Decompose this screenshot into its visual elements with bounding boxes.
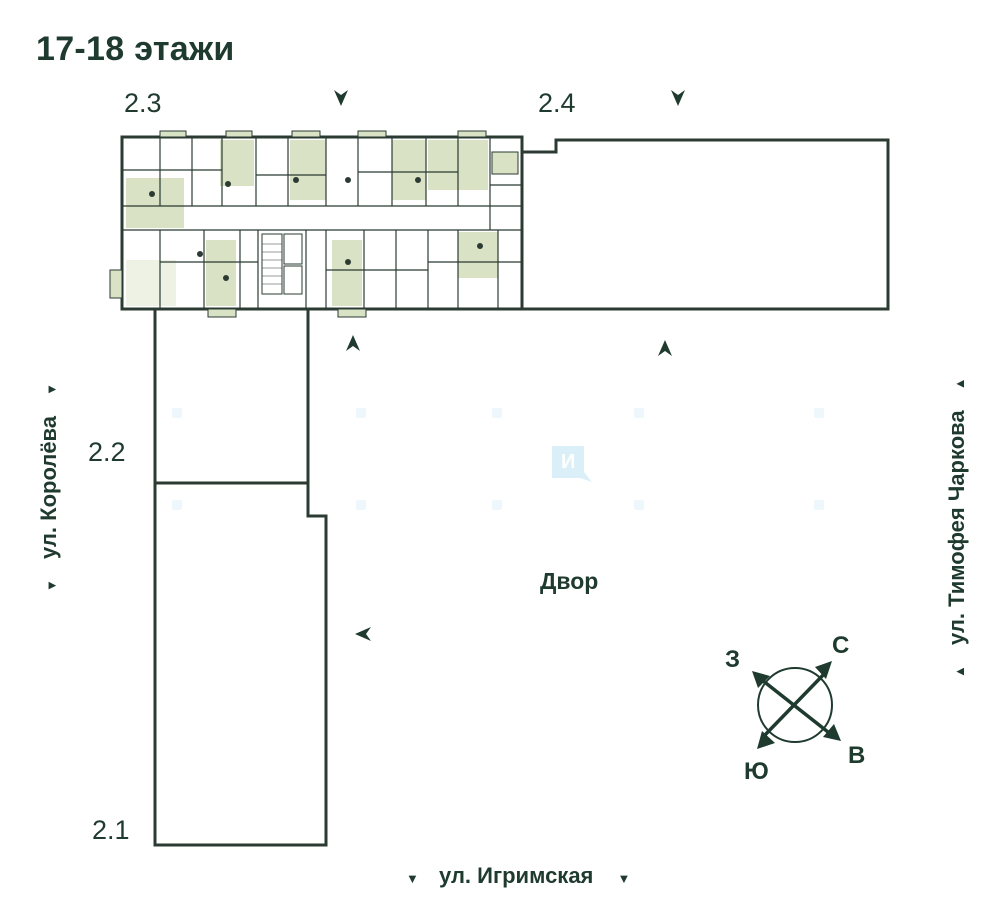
- chevron-right-icon: ▲: [952, 665, 967, 678]
- compass-west: З: [725, 646, 741, 673]
- watermark-logo-icon: И: [172, 408, 824, 510]
- street-name: ул. Игримская: [439, 863, 594, 888]
- section-2-4-outline: [520, 138, 890, 311]
- section-label-2-4: 2.4: [538, 88, 576, 118]
- street-name: ул. Тимофея Чаркова: [944, 410, 969, 645]
- chevron-down-icon: ▼: [617, 871, 631, 886]
- compass-icon: [752, 661, 841, 749]
- courtyard-label: Двор: [540, 568, 599, 594]
- svg-text:И: И: [561, 451, 575, 473]
- street-label-igrimskaya: ▼ ул. Игримская ▼: [406, 863, 630, 889]
- section-2-3-floorplan: [109, 130, 524, 318]
- chevron-left-icon: ▼: [44, 382, 59, 396]
- street-label-charkova: ▲ ул. Тимофея Чаркова ▲: [944, 377, 970, 678]
- chevron-left-icon: ▼: [44, 579, 59, 592]
- compass-south: Ю: [744, 758, 769, 785]
- entrance-arrow-icon: [334, 90, 685, 641]
- compass-north: С: [832, 632, 850, 659]
- section-label-2-1: 2.1: [92, 815, 130, 845]
- section-2-1-outline: [153, 483, 328, 847]
- section-label-2-2: 2.2: [88, 437, 126, 467]
- page-title: 17-18 этажи: [36, 30, 235, 68]
- section-2-2-outline: [153, 309, 310, 485]
- compass-east: В: [848, 742, 866, 769]
- chevron-down-icon: ▼: [406, 871, 419, 886]
- section-label-2-3: 2.3: [124, 88, 162, 118]
- chevron-right-icon: ▲: [952, 377, 967, 391]
- street-name: ул. Королёва: [36, 415, 61, 559]
- street-label-korolyova: ▼ ул. Королёва ▼: [36, 383, 62, 592]
